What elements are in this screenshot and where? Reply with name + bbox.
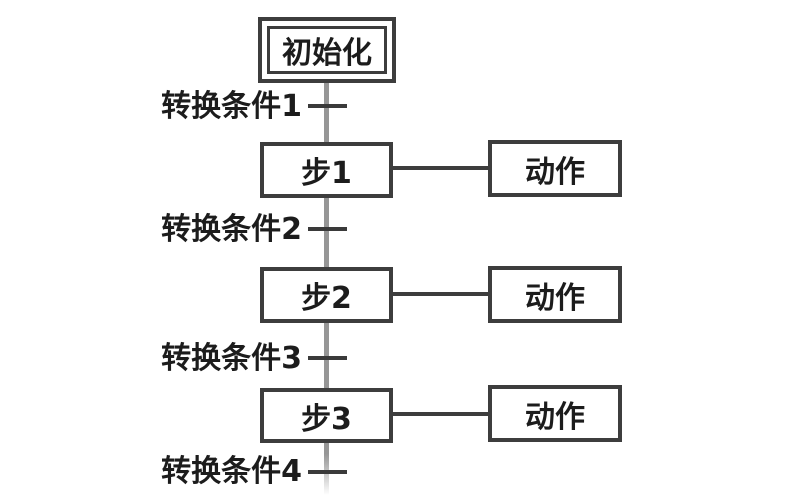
transition-tick-1 — [308, 104, 347, 108]
transition-label-1: 转换条件1 — [161, 89, 302, 124]
action-box-3: 动作 — [488, 385, 622, 442]
action-label-2: 动作 — [525, 280, 585, 316]
initial-step-box: 初始化 — [258, 17, 396, 83]
initial-step-inner-border: 初始化 — [267, 26, 387, 74]
step-box-3: 步3 — [260, 388, 393, 443]
transition-tick-3 — [308, 356, 347, 360]
action-label-3: 动作 — [525, 399, 585, 435]
transition-tick-2 — [308, 227, 347, 231]
transition-label-4: 转换条件4 — [161, 454, 302, 489]
step-label-3: 步3 — [301, 401, 352, 437]
step3-action-connector — [390, 412, 490, 416]
step2-action-connector — [390, 292, 490, 296]
step-label-2: 步2 — [301, 281, 352, 316]
initial-step-label: 初始化 — [282, 36, 372, 71]
step-label-1: 步1 — [301, 156, 352, 191]
transition-label-3: 转换条件3 — [161, 341, 302, 376]
step-box-1: 步1 — [260, 142, 393, 198]
action-box-2: 动作 — [488, 266, 622, 323]
step1-action-connector — [390, 166, 490, 170]
step-box-2: 步2 — [260, 267, 393, 323]
action-box-1: 动作 — [488, 140, 622, 197]
action-label-1: 动作 — [525, 154, 585, 190]
transition-label-2: 转换条件2 — [161, 212, 302, 247]
transition-tick-4 — [308, 470, 347, 474]
